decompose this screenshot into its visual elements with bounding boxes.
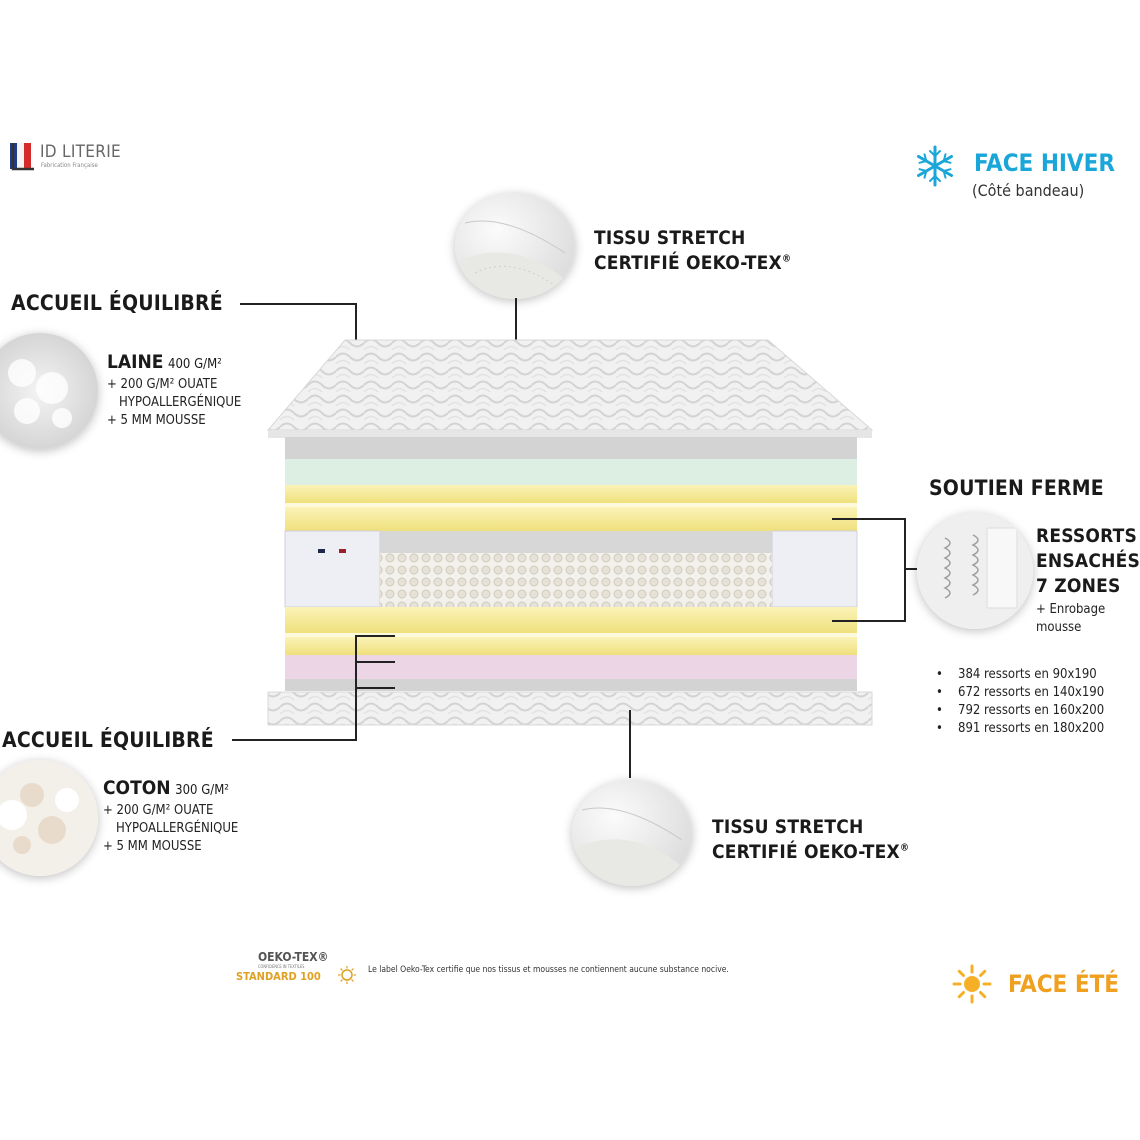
bottom-fabric-circle: [572, 780, 692, 886]
oekotex-logo: OEKO-TEX® CONFIDENCE IN TEXTILES STANDAR…: [236, 950, 360, 988]
oekotex-logo-title: OEKO-TEX®: [258, 950, 329, 964]
wool-circle: [0, 333, 98, 449]
soutien-leader-mid: [904, 568, 918, 570]
soutien-leader-bottom: [832, 620, 906, 622]
material-wool: LAINE: [107, 351, 164, 373]
springs-circle: [917, 513, 1033, 629]
pocket-spring-icon: [917, 513, 1033, 629]
brand-name: ID LITERIE: [40, 142, 121, 162]
soutien-line2: ENSACHÉS: [1036, 550, 1140, 572]
face-ete-title: FACE ÉTÉ: [1008, 970, 1120, 998]
accueil-bottom-tick-1: [355, 635, 395, 637]
accueil-bottom-tick-2: [355, 661, 395, 663]
accueil-top-title: ACCUEIL ÉQUILIBRÉ: [11, 291, 223, 315]
soutien-title: SOUTIEN FERME: [929, 476, 1104, 500]
top-fabric-leader: [515, 298, 517, 378]
accueil-bottom-leader-h: [232, 739, 357, 741]
face-hiver-title: FACE HIVER: [974, 149, 1116, 177]
material-cotton: COTON: [103, 777, 171, 799]
spring-count-item: 672 ressorts en 140x190: [936, 684, 1104, 702]
bottom-fabric-line2: CERTIFIÉ OEKO-TEX®: [712, 841, 909, 863]
spring-count-item: 384 ressorts en 90x190: [936, 666, 1104, 684]
top-fabric-circle: [455, 193, 575, 299]
accueil-bottom-material: COTON 300 G/M²: [103, 777, 229, 799]
spring-counts-list: 384 ressorts en 90x190 672 ressorts en 1…: [936, 666, 1104, 738]
cotton-circle: [0, 760, 98, 876]
accueil-bottom-line3: + 5 MM MOUSSE: [103, 839, 202, 854]
soutien-extra1: + Enrobage: [1036, 602, 1106, 617]
bottom-fabric-leader: [629, 710, 631, 778]
accueil-top-leader-h: [240, 303, 357, 305]
accueil-top-line1: + 200 G/M² OUATE: [107, 377, 218, 392]
france-flag-icon: [10, 143, 34, 171]
snowflake-icon: [917, 145, 953, 187]
top-fabric-line1: TISSU STRETCH: [594, 227, 746, 249]
brand-logo: ID LITERIE Fabrication Française: [10, 141, 140, 173]
oekotex-note: Le label Oeko-Tex certifie que nos tissu…: [368, 965, 729, 975]
spring-count-item: 792 ressorts en 160x200: [936, 702, 1104, 720]
brand-tagline: Fabrication Française: [41, 162, 98, 169]
quilted-fabric-icon: [455, 193, 575, 299]
accueil-top-line3: + 5 MM MOUSSE: [107, 413, 206, 428]
accueil-bottom-line1: + 200 G/M² OUATE: [103, 803, 214, 818]
soutien-leader-top: [832, 518, 906, 520]
wool-texture-icon: [0, 333, 98, 449]
accueil-top-line2: HYPOALLERGÉNIQUE: [119, 395, 242, 410]
soutien-leader-v: [904, 518, 906, 622]
accueil-bottom-tick-3: [355, 687, 395, 689]
accueil-bottom-leader-v: [355, 635, 357, 741]
soutien-extra2: mousse: [1036, 620, 1082, 635]
face-hiver-subtitle: (Côté bandeau): [972, 181, 1085, 200]
soutien-line1: RESSORTS: [1036, 525, 1138, 547]
spring-count-item: 891 ressorts en 180x200: [936, 720, 1104, 738]
oekotex-logo-standard: STANDARD 100: [236, 970, 321, 983]
quilted-fabric-icon: [572, 780, 692, 886]
sun-icon: [952, 964, 992, 1004]
registered-mark: ®: [899, 842, 910, 854]
cotton-texture-icon: [0, 760, 98, 876]
oekotex-sun-icon: [338, 966, 356, 984]
top-fabric-line2-text: CERTIFIÉ OEKO-TEX: [594, 252, 782, 274]
material-weight: 300 G/M²: [175, 783, 229, 798]
bottom-fabric-line2-text: CERTIFIÉ OEKO-TEX: [712, 841, 900, 863]
material-weight: 400 G/M²: [168, 357, 222, 372]
registered-mark: ®: [781, 253, 792, 265]
top-fabric-line2: CERTIFIÉ OEKO-TEX®: [594, 252, 791, 274]
oekotex-logo-tagline: CONFIDENCE IN TEXTILES: [258, 964, 305, 969]
accueil-bottom-title: ACCUEIL ÉQUILIBRÉ: [2, 728, 214, 752]
bottom-fabric-line1: TISSU STRETCH: [712, 816, 864, 838]
soutien-line3: 7 ZONES: [1036, 575, 1121, 597]
accueil-bottom-line2: HYPOALLERGÉNIQUE: [116, 821, 239, 836]
accueil-top-material: LAINE 400 G/M²: [107, 351, 222, 373]
